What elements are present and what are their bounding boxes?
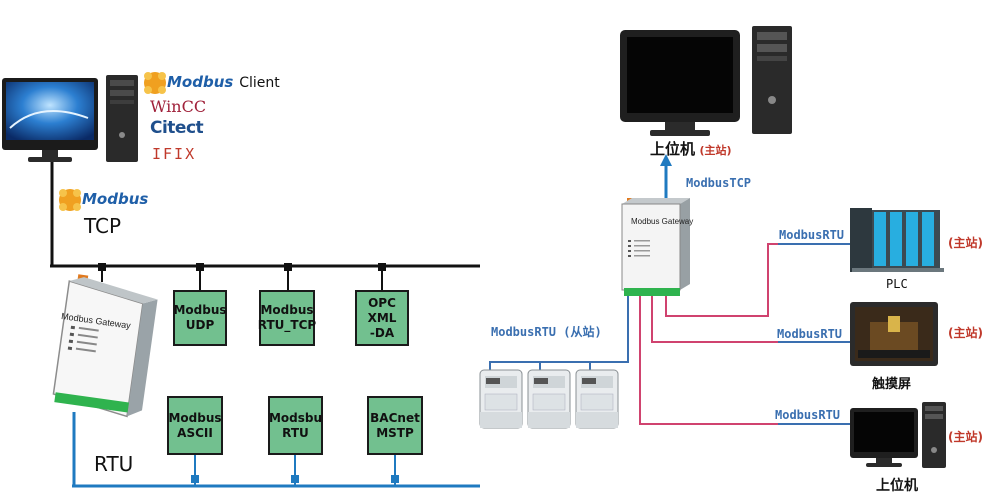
protocol-box-modbus-ascii: Modbus ASCII [167, 396, 223, 455]
plc-name-label: PLC [886, 277, 908, 291]
protocol-box-line2: MSTP [376, 425, 414, 440]
energy-meter-icon [479, 369, 523, 429]
top-master-label: 上位机 [650, 140, 696, 158]
protocol-box-line1: Modbus [260, 303, 314, 317]
protocol-box-modbus-rtu-tcp: Modbus RTU_TCP [257, 290, 317, 346]
slave-link-line [489, 296, 629, 372]
hmi-role-label: (主站) [948, 326, 983, 340]
bottom-master-tower-icon [922, 402, 946, 468]
touchscreen-device-icon [850, 302, 938, 366]
plc-link-line [665, 243, 850, 317]
protocol-box-modbus-udp: Modbus UDP [173, 290, 227, 346]
tcp-label: TCP [84, 214, 122, 238]
citect-label: Citect [150, 118, 204, 138]
protocol-box-line1: Modbus [173, 303, 227, 317]
left-gateway-device-icon [52, 274, 158, 418]
protocol-box-bacnet-mstp: BACnet MSTP [367, 396, 423, 455]
wincc-label: WinCC [150, 97, 207, 116]
left-pc-tower-icon [106, 75, 138, 162]
modbus-logo-icon [144, 72, 166, 94]
pc2-role-label: (主站) [948, 430, 983, 444]
energy-meter-icon [527, 369, 571, 429]
protocol-box-line2: UDP [185, 318, 215, 332]
modbus-tcp-logo-icon [59, 189, 81, 211]
protocol-box-line2: ASCII [177, 425, 213, 440]
modbus-tcp-link-label: ModbusTCP [686, 176, 752, 190]
protocol-box-line2: RTU_TCP [257, 318, 317, 332]
rtu-label: RTU [94, 452, 134, 476]
protocol-box-line1: OPC XML [367, 295, 397, 325]
modbus-client-suffix: Client [239, 75, 280, 91]
left-pc-monitor-icon [2, 78, 98, 162]
modbus-client-label: Modbus Client [167, 73, 280, 92]
protocol-box-line1: Modbus [168, 410, 222, 425]
slave-link-label: ModbusRTU (从站) [491, 325, 602, 339]
top-master-caption: 上位机 (主站) [650, 138, 732, 159]
top-master-tower-icon [752, 26, 792, 134]
plc-role-label: (主站) [948, 236, 983, 250]
hmi-name-label: 触摸屏 [872, 377, 912, 392]
pc2-link-label: ModbusRTU [775, 408, 841, 422]
bottom-master-monitor-icon [850, 408, 918, 467]
pc2-name-label: 上位机 [876, 478, 918, 494]
protocol-box-line1: Modsbu [268, 410, 323, 425]
plc-device-icon [850, 208, 944, 272]
hmi-link-label: ModbusRTU [777, 327, 843, 341]
protocol-box-line1: BACnet [370, 410, 420, 425]
ifix-label: IFIX [152, 145, 197, 163]
plc-link-label: ModbusRTU [779, 228, 845, 242]
protocol-box-line2: -DA [369, 325, 395, 340]
protocol-box-opc-xml-da: OPC XML -DA [355, 290, 409, 346]
protocol-box-line2: RTU [282, 425, 309, 440]
right-gateway-device-icon [621, 198, 690, 296]
modbus-client-brand: Modbus [167, 73, 234, 91]
modbus-tcp-brand: Modbus [82, 190, 149, 208]
protocol-box-modsbu-rtu: Modsbu RTU [268, 396, 323, 455]
energy-meter-icon [575, 369, 619, 429]
top-master-monitor-icon [620, 30, 740, 136]
right-gateway-label: Modbus Gateway [631, 217, 694, 226]
top-master-role: (主站) [699, 144, 732, 157]
